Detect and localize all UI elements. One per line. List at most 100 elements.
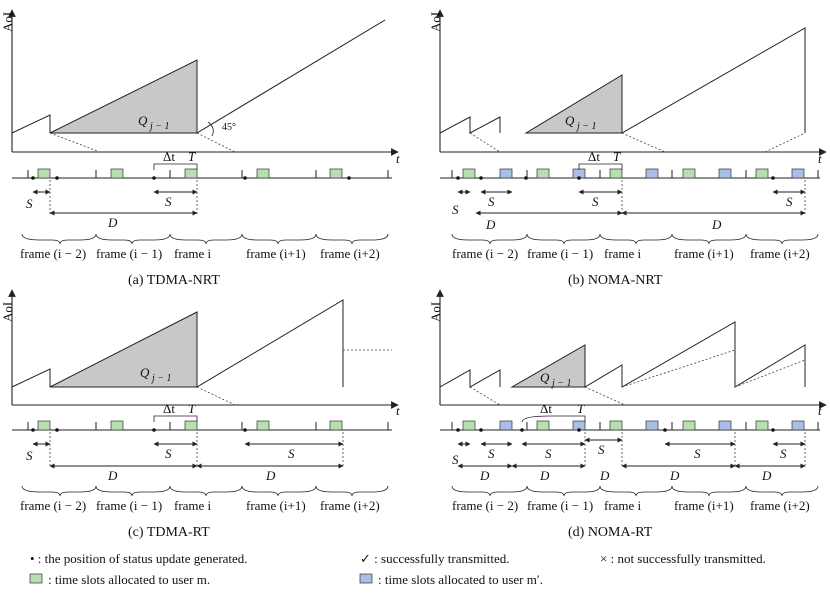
legend-blue-swatch	[359, 573, 373, 584]
aoi-plot-d: AoI t Q j − 1	[428, 289, 827, 418]
frame-label: frame (i+1)	[674, 498, 734, 513]
slot-user-m	[37, 168, 51, 179]
x-axis-label: t	[396, 151, 400, 166]
slot-user-m	[256, 168, 270, 179]
svg-text:S: S	[165, 194, 172, 209]
frame-label: frame i	[174, 246, 212, 261]
svg-text:S: S	[592, 194, 599, 209]
svg-text:D: D	[107, 215, 118, 230]
svg-text:D: D	[265, 468, 276, 483]
legend-green-swatch	[29, 573, 43, 584]
panel-caption: (c) TDMA-RT	[128, 525, 210, 540]
svg-text:S: S	[545, 446, 552, 461]
delta-t-label: Δt	[588, 149, 600, 164]
svg-text:S: S	[165, 446, 172, 461]
x-axis-label: t	[818, 403, 822, 418]
T-label: T	[613, 149, 621, 164]
frame-label: frame (i − 1)	[527, 246, 593, 261]
panel-b: AoI t Q j − 1 Δt T	[428, 9, 827, 288]
legend-blue: : time slots allocated to user m′.	[378, 572, 543, 587]
legend-check: ✓ : successfully transmitted.	[360, 551, 510, 566]
area-region	[49, 311, 198, 388]
frame-label: frame (i − 2)	[20, 246, 86, 261]
svg-text:S: S	[488, 194, 495, 209]
svg-text:S: S	[786, 194, 793, 209]
x-axis-label: t	[396, 403, 400, 418]
panel-caption: (b) NOMA-NRT	[568, 273, 663, 288]
area-label: Q	[565, 113, 575, 128]
frame-label: frame (i+2)	[750, 246, 810, 261]
frame-label: frame (i − 2)	[452, 246, 518, 261]
frame-label: frame (i+2)	[750, 498, 810, 513]
svg-text:S: S	[452, 452, 459, 467]
frame-label: frame (i − 2)	[20, 498, 86, 513]
area-label: Q	[140, 365, 150, 380]
frame-label: frame (i+2)	[320, 246, 380, 261]
frame-label: frame (i − 1)	[96, 246, 162, 261]
delta-t-label: Δt	[163, 149, 175, 164]
y-axis-label: AoI	[428, 12, 443, 32]
svg-text:j − 1: j − 1	[575, 121, 597, 132]
slot-user-m	[110, 168, 124, 179]
svg-text:D: D	[479, 468, 490, 483]
svg-text:S: S	[694, 446, 701, 461]
svg-text:D: D	[599, 468, 610, 483]
angle-label: 45°	[222, 122, 236, 133]
area-label: Q	[138, 113, 148, 128]
svg-text:S: S	[598, 442, 605, 457]
y-axis-label: AoI	[428, 302, 443, 322]
y-axis-label: AoI	[0, 302, 15, 322]
panel-caption: (a) TDMA-NRT	[128, 273, 220, 288]
svg-text:S: S	[488, 446, 495, 461]
T-label: T	[577, 401, 585, 416]
frame-label: frame (i+2)	[320, 498, 380, 513]
area-label: Q	[540, 370, 550, 385]
x-axis-label: t	[818, 151, 822, 166]
panel-caption: (d) NOMA-RT	[568, 525, 653, 540]
aoi-plot-c: AoI t Q j − 1	[0, 289, 400, 418]
panel-a: AoI t Q j − 1 45° Δt	[0, 9, 400, 288]
frame-label: frame (i+1)	[246, 498, 306, 513]
svg-text:D: D	[761, 468, 772, 483]
legend-cross: × : not successfully transmitted.	[600, 551, 766, 566]
svg-text:D: D	[669, 468, 680, 483]
svg-text:j − 1: j − 1	[148, 121, 170, 132]
svg-text:S: S	[452, 202, 459, 217]
timeline-d: Δt T S S S S S S D D D D D	[440, 401, 820, 513]
timeline-c: Δt T S D S D S frame (i − 2) frame (i − …	[12, 401, 392, 513]
frame-label: frame (i − 1)	[96, 498, 162, 513]
svg-text:S: S	[26, 196, 33, 211]
svg-text:D: D	[711, 217, 722, 232]
y-axis-label: AoI	[0, 12, 15, 32]
delta-t-label: Δt	[540, 401, 552, 416]
frame-label: frame (i − 1)	[527, 498, 593, 513]
legend-green: : time slots allocated to user m.	[48, 572, 210, 587]
timeline-a: Δt T S D S frame (i − 2) frame (i − 1) f…	[12, 149, 392, 261]
legend-dot: • : the position of status update genera…	[30, 551, 248, 566]
svg-text:j − 1: j − 1	[550, 378, 572, 389]
aoi-plot-b: AoI t Q j − 1	[428, 9, 827, 166]
frame-label: frame (i+1)	[674, 246, 734, 261]
frame-label: frame i	[604, 246, 642, 261]
frame-label: frame i	[174, 498, 212, 513]
svg-text:S: S	[288, 446, 295, 461]
frame-label: frame (i+1)	[246, 246, 306, 261]
slot-user-m	[184, 168, 198, 179]
svg-text:D: D	[539, 468, 550, 483]
area-region	[49, 59, 198, 134]
T-label: T	[188, 149, 196, 164]
svg-text:j − 1: j − 1	[150, 373, 172, 384]
svg-text:D: D	[107, 468, 118, 483]
svg-text:S: S	[780, 446, 787, 461]
panel-d: AoI t Q j − 1 Δt T	[428, 289, 827, 540]
slot-user-m	[329, 168, 343, 179]
svg-text:S: S	[26, 448, 33, 463]
frame-label: frame (i − 2)	[452, 498, 518, 513]
timeline-b: Δt T S S D S D S frame (i − 2) frame (i …	[440, 149, 820, 261]
aoi-plot-a: AoI t Q j − 1 45°	[0, 9, 400, 166]
panel-c: AoI t Q j − 1 Δt T S D	[0, 289, 400, 540]
frame-label: frame i	[604, 498, 642, 513]
svg-text:D: D	[485, 217, 496, 232]
delta-t-label: Δt	[163, 401, 175, 416]
